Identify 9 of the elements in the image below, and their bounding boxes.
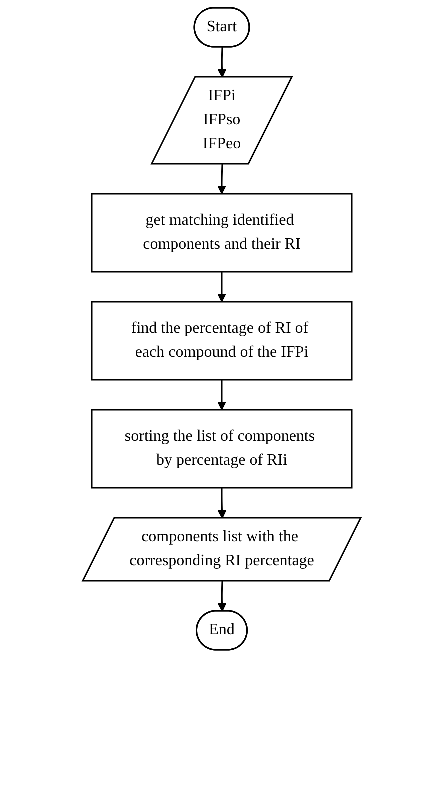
node-box: find the percentage of RI of each compound of the IFPi: [90, 301, 352, 381]
arrow: [217, 488, 226, 519]
arrow: [217, 380, 226, 410]
arrow: [217, 272, 226, 302]
node-box: sorting the list of components by percentage of RIi: [90, 409, 352, 489]
arrow: [217, 581, 226, 612]
arrow: [217, 164, 226, 194]
node-box: get matching identified components and their RI: [90, 193, 352, 273]
arrow: [217, 47, 226, 78]
